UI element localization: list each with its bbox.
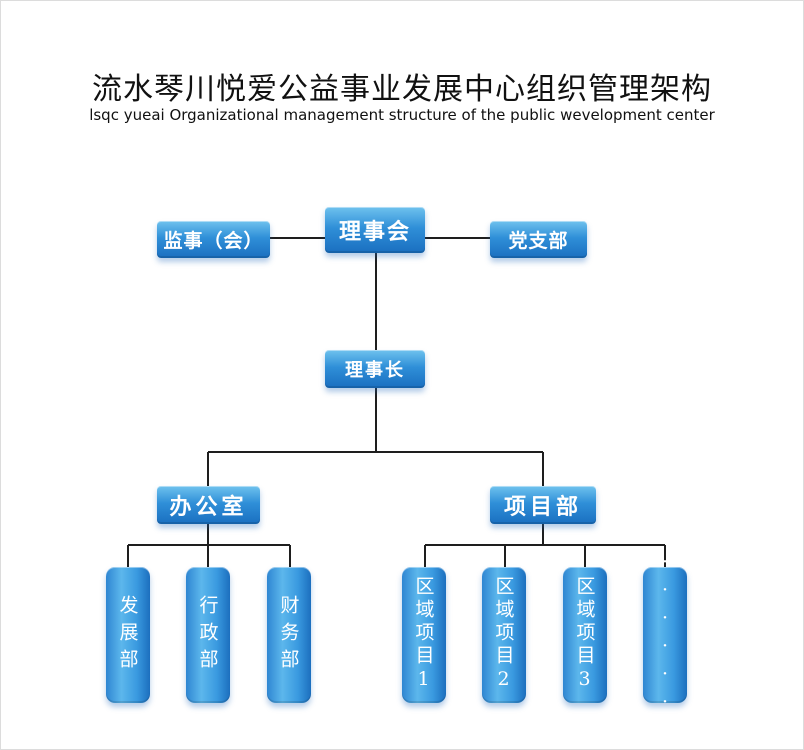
regional-project-3-label: 区域项目3 bbox=[573, 576, 596, 694]
office-node: 办公室 bbox=[157, 486, 260, 524]
party-branch-label: 党支部 bbox=[508, 230, 569, 252]
office-label: 办公室 bbox=[169, 494, 248, 520]
regional-project-1-node: 区域项目1 bbox=[402, 567, 446, 703]
admin-dept-label: 行政部 bbox=[196, 594, 219, 676]
projects-node: 项目部 bbox=[490, 486, 596, 524]
chairman-label: 理事长 bbox=[345, 360, 405, 381]
regional-project-2-node: 区域项目2 bbox=[482, 567, 526, 703]
finance-dept-label: 财务部 bbox=[277, 594, 300, 676]
development-dept-node: 发展部 bbox=[106, 567, 150, 703]
board-label: 理事会 bbox=[338, 219, 411, 245]
more-projects-label: ······ bbox=[654, 551, 676, 719]
chairman-node: 理事长 bbox=[325, 350, 425, 388]
development-dept-label: 发展部 bbox=[116, 594, 139, 676]
regional-project-2-label: 区域项目2 bbox=[492, 576, 515, 694]
supervisor-label: 监事（会） bbox=[163, 230, 264, 252]
regional-project-1-label: 区域项目1 bbox=[412, 576, 435, 694]
admin-dept-node: 行政部 bbox=[186, 567, 230, 703]
board-node: 理事会 bbox=[325, 207, 425, 253]
supervisor-node: 监事（会） bbox=[157, 221, 270, 258]
page-subtitle: lsqc yueai Organizational management str… bbox=[89, 106, 715, 124]
party-branch-node: 党支部 bbox=[490, 221, 587, 258]
page-title: 流水琴川悦爱公益事业发展中心组织管理架构 bbox=[92, 72, 712, 107]
regional-project-3-node: 区域项目3 bbox=[563, 567, 607, 703]
finance-dept-node: 财务部 bbox=[267, 567, 311, 703]
projects-label: 项目部 bbox=[503, 494, 582, 520]
more-projects-node: ······ bbox=[643, 551, 687, 719]
